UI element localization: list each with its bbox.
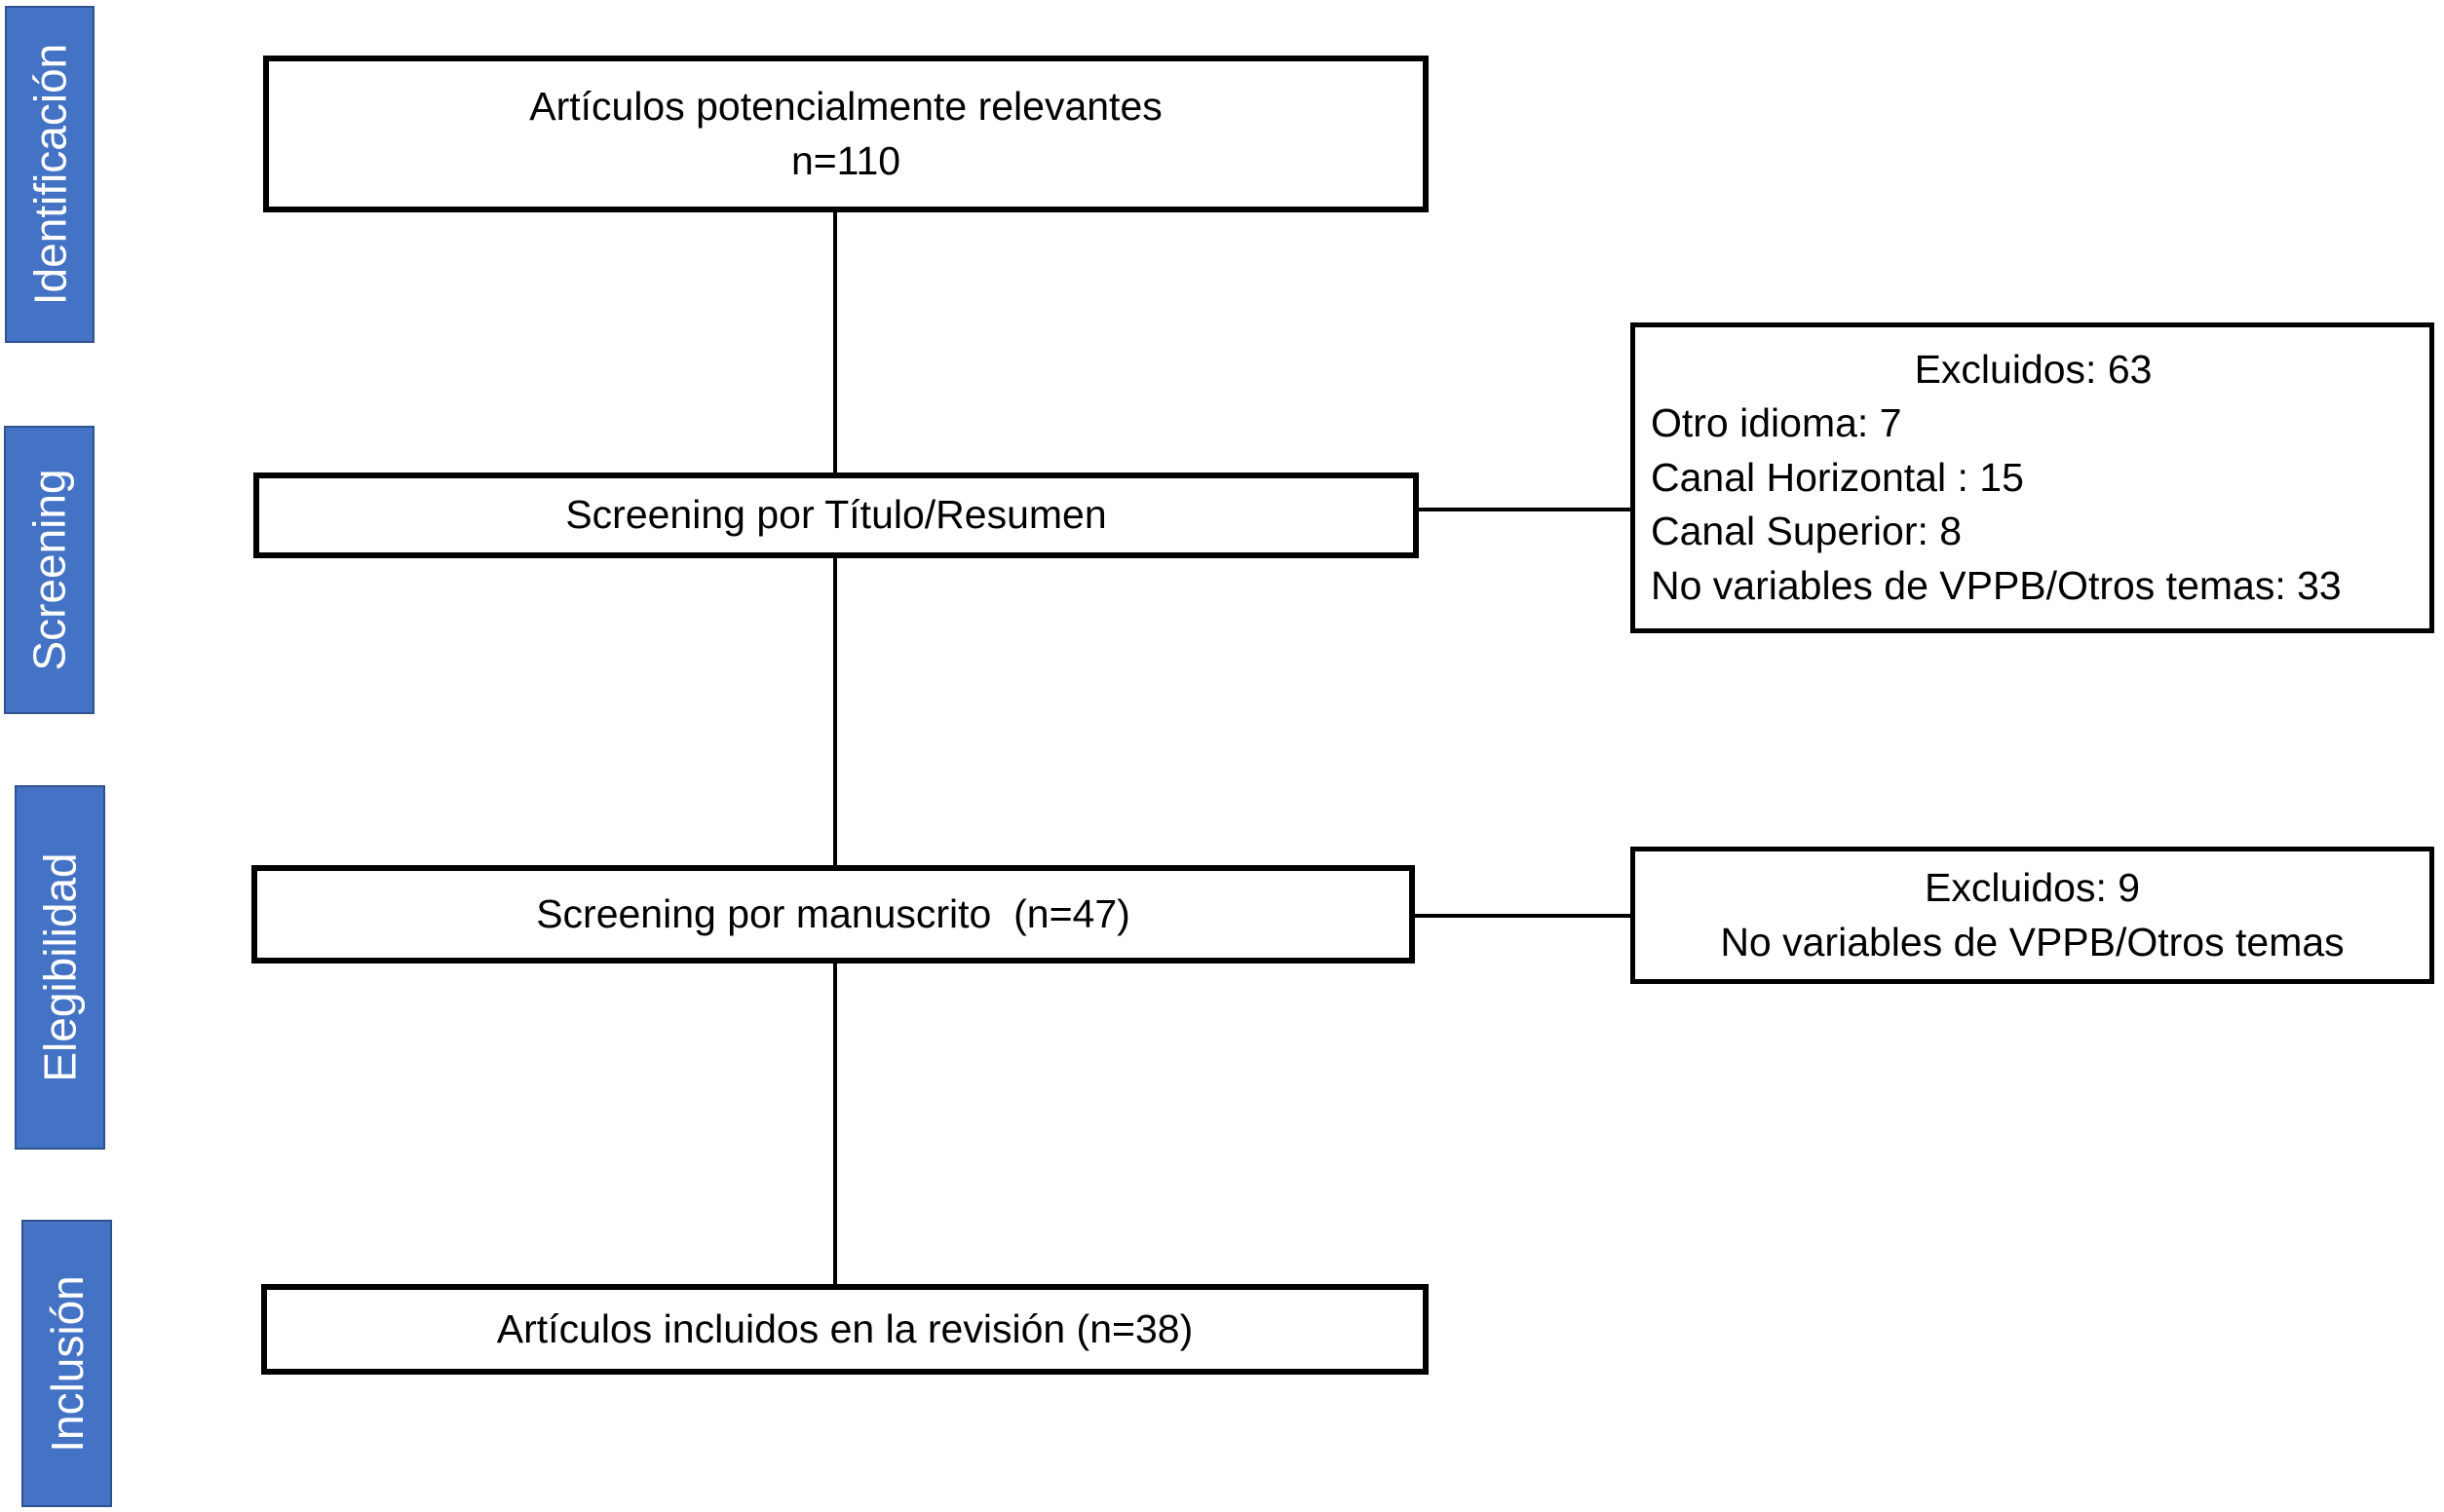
stage-bar-screening: Screening <box>4 426 95 714</box>
stage-label-identificacion: Identificación <box>24 43 75 306</box>
box-potentially-relevant-count: n=110 <box>790 137 901 183</box>
box-screening-title-abstract-label: Screening por Título/Resumen <box>565 492 1107 538</box>
connector-screening-to-exclusions-1 <box>1415 508 1633 511</box>
stage-bar-identificacion: Identificación <box>5 6 95 343</box>
exclusions-manuscript-reason-1: No variables de VPPB/Otros temas <box>1720 919 2345 964</box>
box-included-articles-label: Artículos incluidos en la revisión (n=38… <box>496 1305 1194 1351</box>
box-exclusions-manuscript: Excluidos: 9 No variables de VPPB/Otros … <box>1630 847 2434 984</box>
exclusions-title-abstract-reason-4: No variables de VPPB/Otros temas: 33 <box>1651 562 2342 608</box>
exclusions-manuscript-heading: Excluidos: 9 <box>1924 865 2141 911</box>
box-exclusions-title-abstract: Excluidos: 63 Otro idioma: 7 Canal Horiz… <box>1630 322 2434 633</box>
box-potentially-relevant-articles: Artículos potencialmente relevantes n=11… <box>263 56 1429 212</box>
exclusions-title-abstract-reason-3: Canal Superior: 8 <box>1651 509 1963 554</box>
connector-screening-to-manuscript <box>833 555 837 867</box>
box-potentially-relevant-line-1: Artículos potencialmente relevantes <box>529 84 1163 130</box>
stage-label-elegibilidad: Elegibilidad <box>34 852 86 1082</box>
box-screening-title-abstract: Screening por Título/Resumen <box>253 472 1419 558</box>
connector-manuscript-to-exclusions-2 <box>1410 914 1633 918</box>
box-screening-manuscript: Screening por manuscrito (n=47) <box>251 865 1415 964</box>
connector-identified-to-screening <box>833 209 837 474</box>
stage-label-inclusion: Inclusión <box>41 1274 93 1453</box>
exclusions-title-abstract-heading: Excluidos: 63 <box>1914 347 2153 393</box>
exclusions-title-abstract-reason-1: Otro idioma: 7 <box>1651 400 1902 446</box>
stage-label-screening: Screening <box>23 469 75 671</box>
connector-manuscript-to-included <box>833 963 837 1286</box>
exclusions-title-abstract-reason-2: Canal Horizontal : 15 <box>1651 454 2024 500</box>
box-included-articles: Artículos incluidos en la revisión (n=38… <box>261 1284 1429 1375</box>
box-screening-manuscript-label: Screening por manuscrito (n=47) <box>536 890 1130 936</box>
stage-bar-elegibilidad: Elegibilidad <box>15 785 105 1150</box>
stage-bar-inclusion: Inclusión <box>21 1220 112 1507</box>
